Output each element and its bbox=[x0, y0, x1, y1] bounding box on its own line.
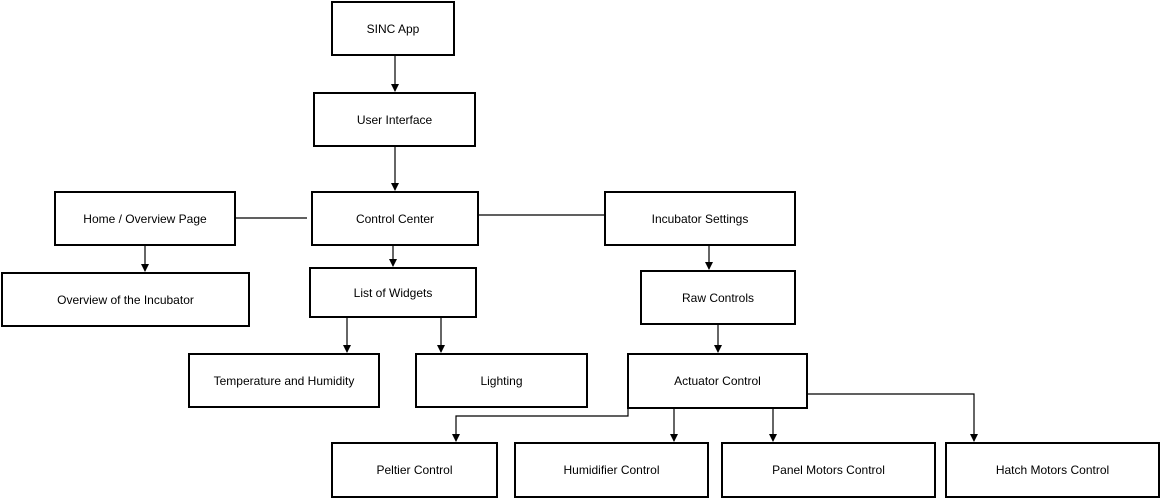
node-humidifier-control: Humidifier Control bbox=[514, 442, 709, 498]
node-temperature-humidity: Temperature and Humidity bbox=[188, 353, 380, 408]
node-hatch-motors-control-label: Hatch Motors Control bbox=[995, 463, 1110, 477]
node-hatch-motors-control: Hatch Motors Control bbox=[945, 442, 1160, 498]
node-control-center-label: Control Center bbox=[355, 211, 435, 226]
node-user-interface: User Interface bbox=[313, 92, 476, 147]
node-raw-controls: Raw Controls bbox=[640, 270, 796, 325]
node-raw-controls-label: Raw Controls bbox=[681, 290, 755, 305]
node-user-interface-label: User Interface bbox=[356, 112, 433, 127]
node-incubator-settings-label: Incubator Settings bbox=[651, 211, 749, 226]
node-panel-motors-control-label: Panel Motors Control bbox=[772, 463, 885, 477]
node-panel-motors-control: Panel Motors Control bbox=[721, 442, 936, 498]
node-humidifier-control-label: Humidifier Control bbox=[563, 463, 660, 477]
node-actuator-control: Actuator Control bbox=[627, 353, 808, 409]
node-overview-incubator-label: Overview of the Incubator bbox=[57, 292, 194, 307]
node-control-center: Control Center bbox=[311, 191, 479, 246]
node-list-of-widgets-label: List of Widgets bbox=[353, 285, 433, 300]
node-incubator-settings: Incubator Settings bbox=[604, 191, 796, 246]
edge-actuator-to-hatch-motors bbox=[808, 393, 978, 442]
node-list-of-widgets: List of Widgets bbox=[309, 267, 477, 318]
node-home-overview-page: Home / Overview Page bbox=[54, 191, 236, 246]
node-sinc-app-label: SINC App bbox=[366, 21, 420, 36]
edge-actuator-to-peltier bbox=[452, 409, 629, 442]
node-lighting-label: Lighting bbox=[480, 373, 523, 388]
node-lighting: Lighting bbox=[415, 353, 588, 408]
node-sinc-app: SINC App bbox=[331, 1, 455, 56]
node-peltier-control: Peltier Control bbox=[331, 442, 498, 498]
node-actuator-control-label: Actuator Control bbox=[674, 374, 761, 388]
node-home-overview-page-label: Home / Overview Page bbox=[83, 211, 207, 226]
node-overview-incubator: Overview of the Incubator bbox=[1, 272, 250, 327]
node-peltier-control-label: Peltier Control bbox=[376, 463, 453, 477]
node-temperature-humidity-label: Temperature and Humidity bbox=[213, 373, 355, 388]
